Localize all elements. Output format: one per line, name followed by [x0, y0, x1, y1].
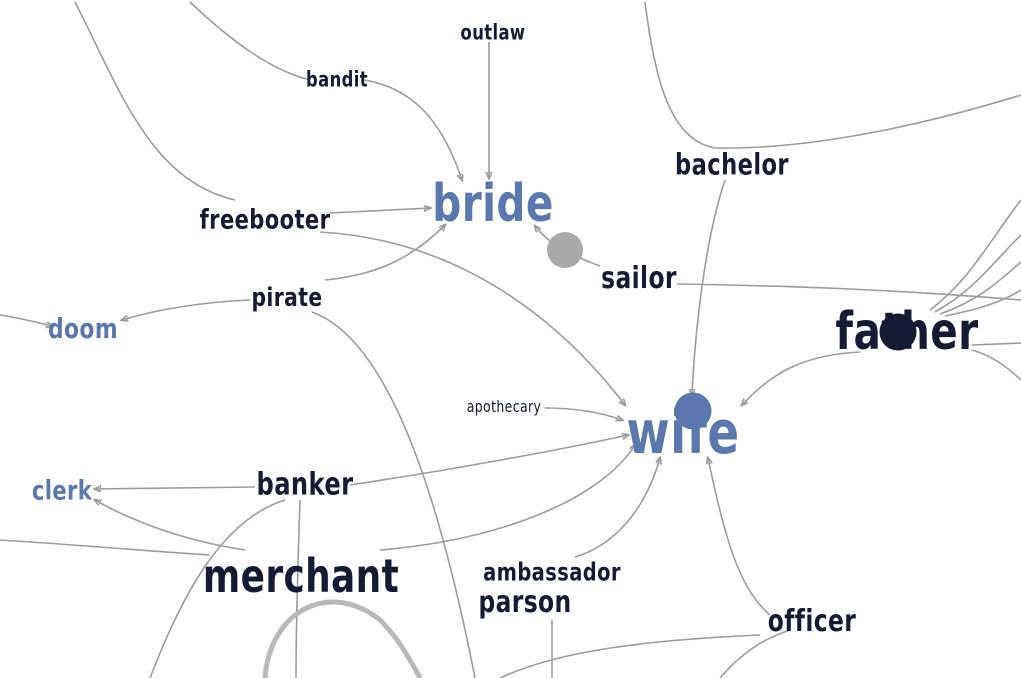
edge-merchant-clerk [95, 500, 246, 551]
edge-merchant-thick [262, 599, 423, 678]
edge-apothecary-wife [544, 407, 622, 420]
edge-father-right-2 [971, 349, 1021, 381]
node-apothecary[interactable]: apothecary [466, 397, 542, 416]
node-doom[interactable]: doom [48, 312, 118, 345]
edge-ambassador-wife [574, 458, 660, 558]
edge-banker-clerk [95, 487, 256, 489]
edge-father-right-1 [971, 342, 1021, 346]
hover-marker-dot [547, 232, 583, 268]
edge-pirate-doom [122, 299, 251, 320]
edge-topleft-1 [74, 1, 236, 201]
edge-father-fan-3 [939, 261, 1021, 315]
edge-pirate-bride [324, 225, 445, 281]
node-pirate[interactable]: pirate [251, 283, 323, 313]
node-outlaw[interactable]: outlaw [460, 20, 526, 45]
node-ambassador[interactable]: ambassador [483, 557, 621, 587]
edge-father-fan-1 [929, 199, 1021, 311]
edge-banker-down-1 [149, 499, 286, 678]
node-bachelor[interactable]: bachelor [675, 147, 789, 182]
edge-freebooter-bride [329, 208, 430, 214]
edge-left-doom [0, 314, 52, 326]
edge-bandit-bride [364, 79, 462, 180]
edge-bachelor-curve [644, 1, 1021, 149]
node-parson[interactable]: parson [478, 585, 572, 620]
edge-topleft-2 [189, 1, 311, 81]
edge-pirate-down [311, 311, 476, 678]
node-banker[interactable]: banker [256, 466, 354, 503]
node-officer[interactable]: officer [767, 604, 857, 639]
edge-banker-down-2 [295, 499, 301, 678]
node-clerk[interactable]: clerk [31, 475, 93, 507]
edge-officer-left [499, 634, 761, 678]
edge-father-fan-4 [944, 289, 1021, 317]
edge-bachelor-wife [692, 179, 726, 395]
edge-officer-down [719, 629, 791, 678]
edge-merchant-wife [379, 445, 635, 551]
node-freebooter[interactable]: freebooter [199, 204, 331, 236]
edge-father-wife [742, 351, 861, 405]
node-merchant[interactable]: merchant [202, 549, 400, 603]
edge-sailor-father [676, 283, 1021, 301]
active-node-dot [879, 313, 917, 351]
node-bandit[interactable]: bandit [306, 67, 368, 92]
edge-left-merchant [0, 539, 211, 556]
edge-freebooter-wife [319, 231, 625, 405]
edge-officer-wife [708, 458, 771, 616]
edge-banker-wife [349, 435, 628, 486]
node-bride[interactable]: bride [432, 174, 554, 234]
edge-father-fan-2 [934, 234, 1021, 313]
selected-node-dot [674, 392, 712, 430]
node-sailor[interactable]: sailor [601, 261, 677, 296]
